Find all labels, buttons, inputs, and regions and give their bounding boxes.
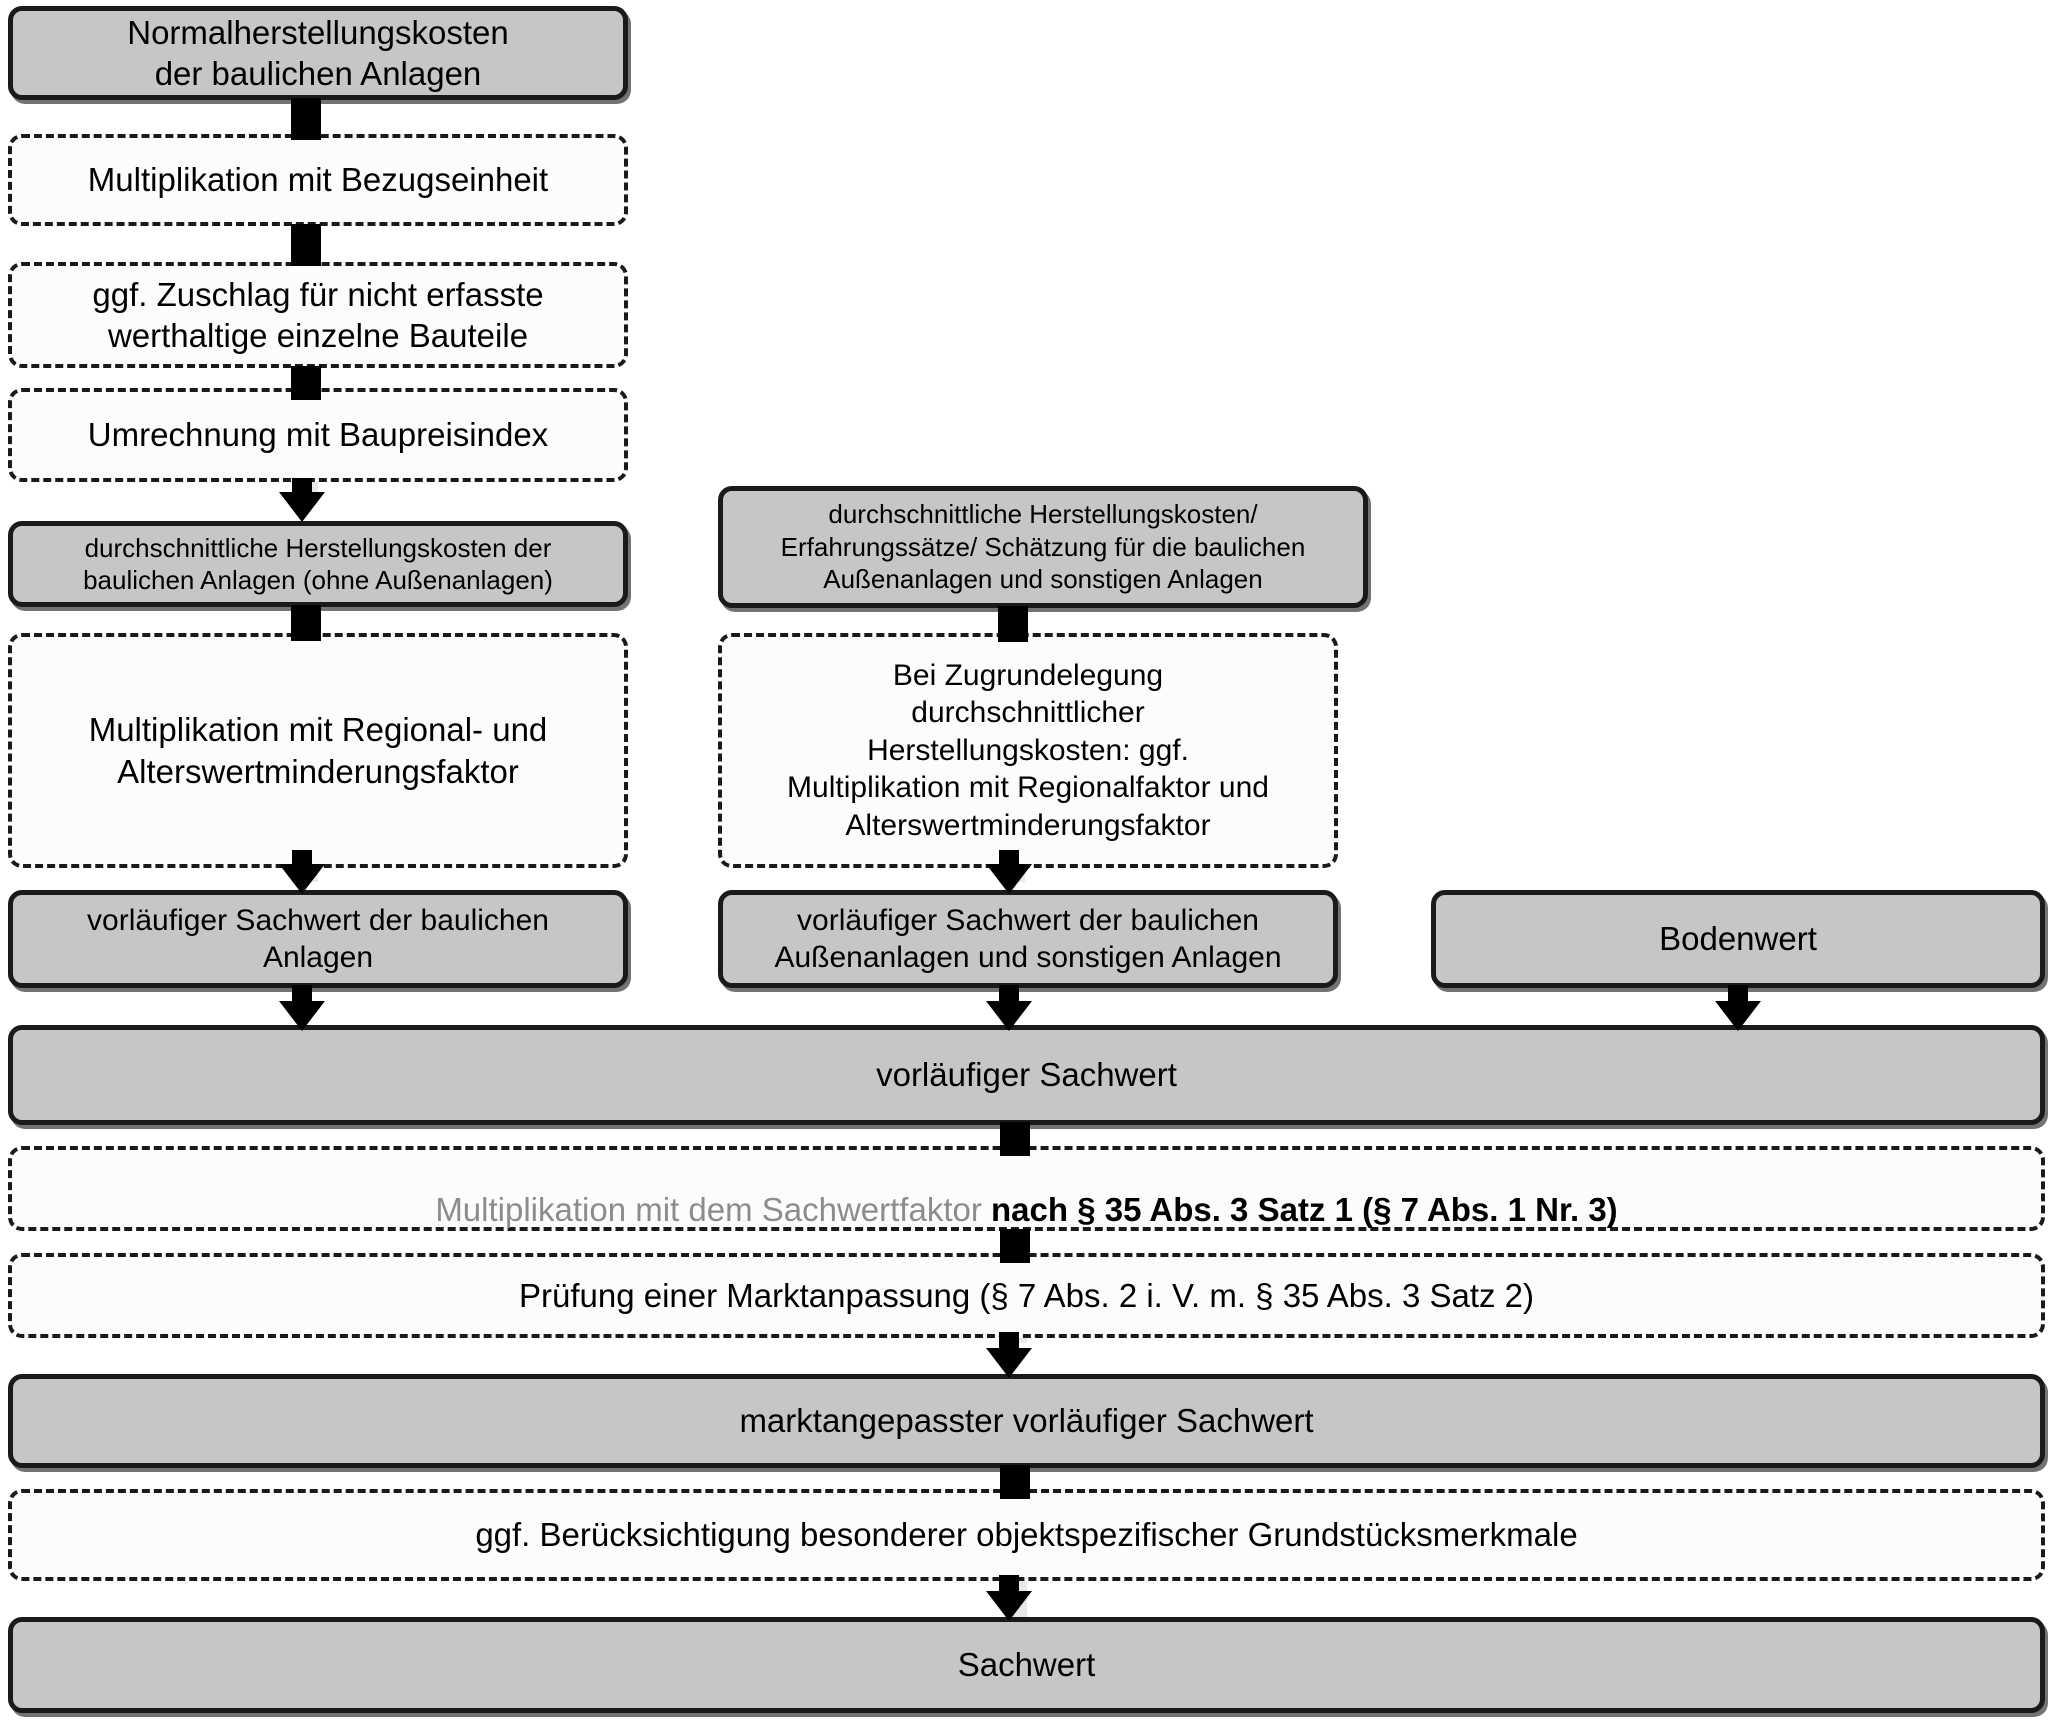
node-multiplikation-regional-alter-label: Multiplikation mit Regional- und Altersw… xyxy=(88,711,548,790)
node-multiplikation-regional-alter[interactable]: Multiplikation mit Regional- und Altersw… xyxy=(8,633,628,868)
node-grundstuecksmerkmale-label: ggf. Berücksichtigung besonderer objekts… xyxy=(475,1516,1578,1554)
connector-stub-2 xyxy=(291,224,321,266)
node-sachwertfaktor[interactable]: Multiplikation mit dem Sachwertfaktor na… xyxy=(8,1146,2045,1231)
connector-arrow-col2-to-vorlaeufig xyxy=(986,850,1032,894)
connector-stub-col2 xyxy=(998,606,1028,642)
connector-arrow-col1-to-durchschn xyxy=(279,478,325,522)
connector-arrow-to-marktangepasst xyxy=(986,1332,1032,1378)
node-multiplikation-bezugseinheit[interactable]: Multiplikation mit Bezugseinheit xyxy=(8,134,628,226)
node-zuschlag-bauteile[interactable]: ggf. Zuschlag für nicht erfasste werthal… xyxy=(8,262,628,368)
connector-stub-1 xyxy=(291,98,321,140)
sachwertfaktor-bold-part: nach § 35 Abs. 3 Satz 1 (§ 7 Abs. 1 Nr. … xyxy=(981,1190,1618,1228)
node-normalherstellungskosten[interactable]: Normalherstellungskosten der baulichen A… xyxy=(8,6,628,100)
node-umrechnung-baupreisindex-label: Umrechnung mit Baupreisindex xyxy=(87,416,549,454)
node-bodenwert[interactable]: Bodenwert xyxy=(1431,890,2045,988)
node-marktangepasster-sachwert-label: marktangepasster vorläufiger Sachwert xyxy=(739,1402,1314,1440)
connector-arrow-col1-to-gesamt xyxy=(279,985,325,1031)
node-sachwert-label: Sachwert xyxy=(957,1646,1096,1684)
node-bodenwert-label: Bodenwert xyxy=(1659,920,1817,958)
node-vorlaeufiger-sachwert-aussen-label: vorläufiger Sachwert der baulichen Außen… xyxy=(774,903,1282,975)
node-durchschn-herstellungskosten-aussen[interactable]: durchschnittliche Herstellungskosten/ Er… xyxy=(718,486,1368,608)
connector-stub-3 xyxy=(291,366,321,400)
connector-stub-wide-2 xyxy=(1000,1229,1030,1263)
node-marktanpassung-label: Prüfung einer Marktanpassung (§ 7 Abs. 2… xyxy=(518,1276,1535,1314)
node-grundstuecksmerkmale[interactable]: ggf. Berücksichtigung besonderer objekts… xyxy=(8,1489,2045,1581)
connector-arrow-col3-to-gesamt xyxy=(1715,985,1761,1031)
connector-stub-wide-3 xyxy=(1000,1465,1030,1499)
node-durchschn-herstellungskosten-aussen-label: durchschnittliche Herstellungskosten/ Er… xyxy=(780,499,1306,595)
node-vorlaeufiger-sachwert-label: vorläufiger Sachwert xyxy=(876,1056,1177,1094)
node-vorlaeufiger-sachwert-bauliche-label: vorläufiger Sachwert der baulichen Anlag… xyxy=(87,903,549,975)
node-marktangepasster-sachwert[interactable]: marktangepasster vorläufiger Sachwert xyxy=(8,1374,2045,1468)
node-bei-zugrundelegung[interactable]: Bei Zugrundelegung durchschnittlicher He… xyxy=(718,633,1338,868)
connector-stub-4 xyxy=(291,605,321,641)
sachwertfaktor-muted-part: Multiplikation mit dem Sachwertfaktor xyxy=(435,1190,982,1228)
node-durchschn-herstellungskosten-bauliche-label: durchschnittliche Herstellungskosten der… xyxy=(83,532,553,596)
connector-arrow-col2-to-gesamt xyxy=(986,985,1032,1031)
node-sachwertfaktor-label: Multiplikation mit dem Sachwertfaktor na… xyxy=(12,1147,2041,1230)
connector-stub-wide-1 xyxy=(1000,1122,1030,1156)
node-multiplikation-bezugseinheit-label: Multiplikation mit Bezugseinheit xyxy=(87,161,549,199)
node-marktanpassung[interactable]: Prüfung einer Marktanpassung (§ 7 Abs. 2… xyxy=(8,1253,2045,1338)
node-vorlaeufiger-sachwert[interactable]: vorläufiger Sachwert xyxy=(8,1025,2045,1125)
connector-arrow-col1-to-vorlaeufig xyxy=(279,850,325,894)
connector-arrow-to-sachwert xyxy=(986,1575,1032,1621)
node-sachwert[interactable]: Sachwert xyxy=(8,1617,2045,1713)
node-vorlaeufiger-sachwert-bauliche[interactable]: vorläufiger Sachwert der baulichen Anlag… xyxy=(8,890,628,988)
node-vorlaeufiger-sachwert-aussen[interactable]: vorläufiger Sachwert der baulichen Außen… xyxy=(718,890,1338,988)
node-normalherstellungskosten-label: Normalherstellungskosten der baulichen A… xyxy=(127,13,509,92)
node-bei-zugrundelegung-label: Bei Zugrundelegung durchschnittlicher He… xyxy=(787,658,1269,842)
node-durchschn-herstellungskosten-bauliche[interactable]: durchschnittliche Herstellungskosten der… xyxy=(8,521,628,607)
node-zuschlag-bauteile-label: ggf. Zuschlag für nicht erfasste werthal… xyxy=(92,275,544,354)
node-umrechnung-baupreisindex[interactable]: Umrechnung mit Baupreisindex xyxy=(8,388,628,482)
